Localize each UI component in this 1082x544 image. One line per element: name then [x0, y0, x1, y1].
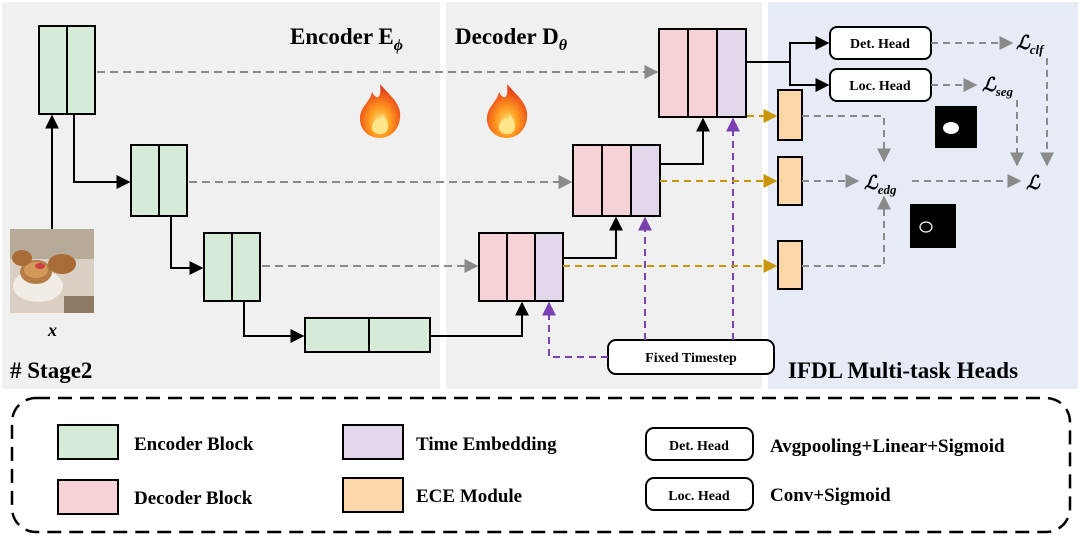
- legend-ece-label: ECE Module: [416, 486, 522, 507]
- loss-edg: ℒedg: [864, 173, 897, 197]
- ece-module-1: [777, 89, 803, 141]
- to-loc-head-arrow: [789, 62, 830, 92]
- legend-decoder-swatch: [57, 479, 119, 515]
- legend-time-swatch: [342, 424, 404, 460]
- legend-encoder-swatch: [57, 424, 119, 460]
- seg-mask-thumbnail: [935, 106, 977, 148]
- encoder-title: Encoder Eϕ: [290, 24, 403, 54]
- up-arrow-1: [430, 301, 529, 337]
- ece-module-2: [777, 156, 803, 206]
- heads-panel: [768, 2, 1078, 389]
- loss-seg: ℒseg: [982, 75, 1014, 99]
- legend-box: [10, 396, 1072, 534]
- ece-module-3: [777, 240, 803, 290]
- decoder-block-1: [478, 232, 564, 302]
- up-arrow-2: [563, 216, 623, 259]
- legend-det-head-label: Det. Head: [669, 439, 729, 454]
- heads-title: IFDL Multi-task Heads: [788, 358, 1018, 383]
- up-arrow-3: [660, 117, 710, 165]
- encoder-block-bottleneck: [304, 317, 431, 353]
- det-head-label: Det. Head: [850, 37, 910, 52]
- fixed-timestep-label: Fixed Timestep: [645, 351, 737, 366]
- down-arrow-1: [73, 114, 131, 189]
- decoder-block-2: [572, 144, 661, 217]
- decoder-title: Decoder Dθ: [455, 24, 568, 54]
- legend-time-label: Time Embedding: [416, 434, 557, 455]
- flame-icon: [359, 84, 401, 138]
- legend-encoder-label: Encoder Block: [134, 434, 254, 455]
- edge-mask-thumbnail: [910, 204, 956, 248]
- legend-det-head-box: [645, 427, 754, 461]
- ece1-to-edg-arrow: [802, 115, 891, 163]
- stage-label: # Stage2: [10, 358, 92, 383]
- input-label: x: [47, 320, 57, 340]
- loc-head-label: Loc. Head: [849, 79, 911, 94]
- encoder-block-1: [38, 25, 96, 115]
- decoder-block-3: [658, 28, 747, 118]
- legend-loc-head-box: [645, 477, 754, 511]
- legend-ece-swatch: [342, 477, 404, 513]
- down-arrow-3: [243, 301, 305, 343]
- down-arrow-2: [170, 216, 204, 275]
- loss-clf: ℒclf: [1016, 33, 1045, 57]
- encoder-block-3: [203, 232, 261, 302]
- legend-loc-head-label: Loc. Head: [668, 489, 730, 504]
- input-image: [10, 229, 94, 313]
- encoder-block-2: [130, 144, 188, 217]
- legend-det-desc: Avgpooling+Linear+Sigmoid: [770, 436, 1005, 457]
- to-det-head-arrow: [747, 36, 830, 63]
- ece3-to-edg-arrow: [802, 195, 891, 267]
- legend-decoder-label: Decoder Block: [134, 488, 253, 509]
- legend-loc-desc: Conv+Sigmoid: [770, 485, 891, 506]
- loss-total: ℒ: [1026, 173, 1041, 194]
- flame-icon: [486, 84, 528, 138]
